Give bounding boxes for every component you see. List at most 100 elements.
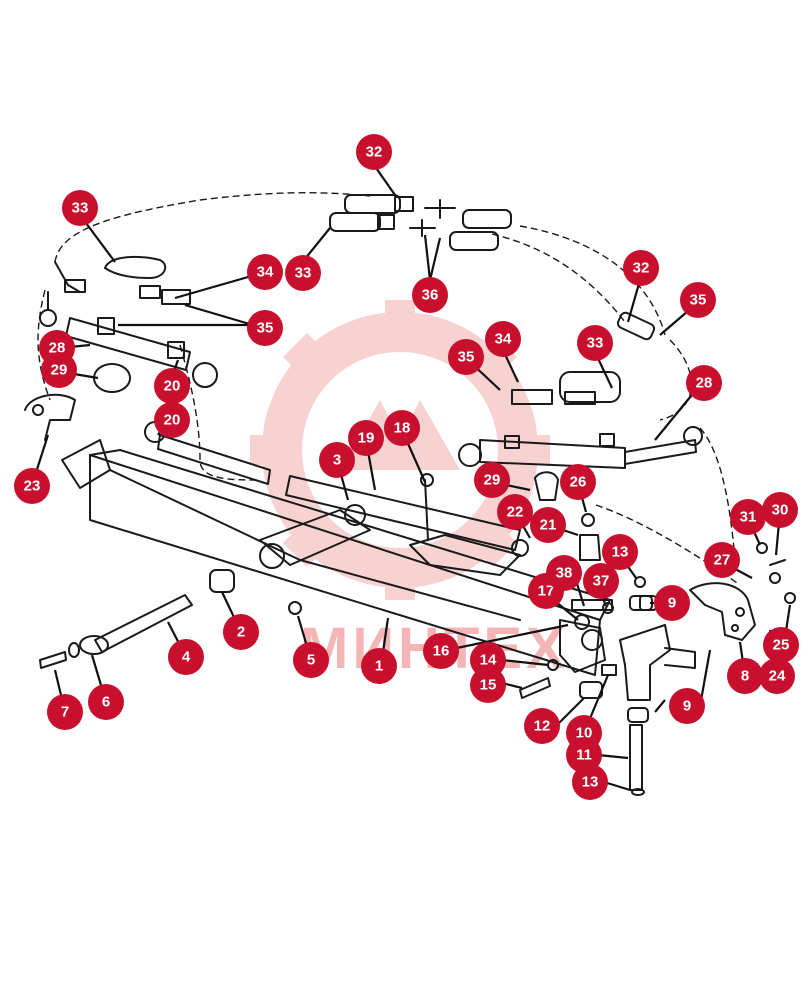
svg-text:34: 34 bbox=[257, 264, 274, 281]
svg-text:15: 15 bbox=[480, 677, 497, 694]
svg-text:33: 33 bbox=[72, 200, 89, 217]
bracket-plate bbox=[409, 534, 529, 576]
right-steering-cylinder bbox=[458, 426, 703, 469]
svg-text:35: 35 bbox=[458, 349, 475, 366]
svg-text:34: 34 bbox=[495, 331, 512, 348]
callout-34: 34 bbox=[485, 321, 521, 357]
callout-32: 32 bbox=[623, 250, 659, 286]
svg-text:32: 32 bbox=[366, 144, 383, 161]
callout-13: 13 bbox=[572, 764, 608, 800]
callout-24: 24 bbox=[759, 658, 795, 694]
svg-text:10: 10 bbox=[576, 725, 593, 742]
callout-29: 29 bbox=[41, 352, 77, 388]
callout-13: 13 bbox=[602, 534, 638, 570]
callout-2: 2 bbox=[223, 614, 259, 650]
svg-text:38: 38 bbox=[556, 565, 573, 582]
svg-text:29: 29 bbox=[484, 472, 501, 489]
svg-text:37: 37 bbox=[593, 573, 610, 590]
callout-20: 20 bbox=[154, 368, 190, 404]
hose-fittings bbox=[54, 194, 656, 405]
svg-text:24: 24 bbox=[769, 668, 786, 685]
callout-18: 18 bbox=[384, 410, 420, 446]
svg-text:11: 11 bbox=[576, 747, 592, 764]
svg-text:33: 33 bbox=[587, 335, 604, 352]
svg-text:35: 35 bbox=[257, 320, 274, 337]
callout-35: 35 bbox=[680, 282, 716, 318]
svg-text:7: 7 bbox=[61, 704, 69, 721]
svg-text:32: 32 bbox=[633, 260, 650, 277]
callout-33: 33 bbox=[577, 325, 613, 361]
callout-14: 14 bbox=[470, 642, 506, 678]
svg-text:19: 19 bbox=[358, 430, 375, 447]
callout-11: 11 bbox=[566, 737, 602, 773]
callout-20: 20 bbox=[154, 402, 190, 438]
svg-text:9: 9 bbox=[668, 595, 676, 612]
svg-text:21: 21 bbox=[540, 517, 557, 534]
svg-text:6: 6 bbox=[102, 694, 110, 711]
svg-text:28: 28 bbox=[696, 375, 713, 392]
callouts: 1 2 3 4 5 6 7 8 9 9 10 11 12 13 13 14 15… bbox=[14, 134, 799, 800]
callout-9: 9 bbox=[669, 688, 705, 724]
svg-text:33: 33 bbox=[295, 265, 312, 282]
callout-3: 3 bbox=[319, 442, 355, 478]
callout-19: 19 bbox=[348, 420, 384, 456]
svg-text:1: 1 bbox=[375, 658, 383, 675]
callout-38: 38 bbox=[546, 555, 582, 591]
svg-text:29: 29 bbox=[51, 362, 68, 379]
svg-text:17: 17 bbox=[538, 583, 555, 600]
svg-text:5: 5 bbox=[307, 652, 315, 669]
callout-29: 29 bbox=[474, 462, 510, 498]
callout-27: 27 bbox=[704, 542, 740, 578]
callout-33: 33 bbox=[285, 255, 321, 291]
callout-31: 31 bbox=[730, 499, 766, 535]
watermark-gear-icon bbox=[250, 300, 550, 600]
svg-text:26: 26 bbox=[570, 474, 587, 491]
callout-30: 30 bbox=[762, 492, 798, 528]
svg-text:27: 27 bbox=[714, 552, 731, 569]
svg-text:2: 2 bbox=[237, 624, 245, 641]
right-steering-arm bbox=[689, 542, 796, 641]
svg-text:22: 22 bbox=[507, 504, 524, 521]
svg-text:14: 14 bbox=[480, 652, 497, 669]
callout-22: 22 bbox=[497, 494, 533, 530]
svg-text:4: 4 bbox=[182, 649, 191, 666]
callout-36: 36 bbox=[412, 277, 448, 313]
callout-12: 12 bbox=[524, 708, 560, 744]
pivot-pin bbox=[39, 569, 302, 669]
callout-25: 25 bbox=[763, 627, 799, 663]
svg-text:20: 20 bbox=[164, 412, 181, 429]
callout-6: 6 bbox=[88, 684, 124, 720]
svg-text:23: 23 bbox=[24, 478, 41, 495]
ball-joints bbox=[420, 471, 657, 614]
callout-23: 23 bbox=[14, 468, 50, 504]
callout-15: 15 bbox=[470, 667, 506, 703]
svg-text:18: 18 bbox=[394, 420, 411, 437]
callout-4: 4 bbox=[168, 639, 204, 675]
callout-5: 5 bbox=[293, 642, 329, 678]
callout-9: 9 bbox=[654, 585, 690, 621]
svg-text:13: 13 bbox=[582, 774, 599, 791]
callout-21: 21 bbox=[530, 507, 566, 543]
svg-text:30: 30 bbox=[772, 502, 789, 519]
left-steering-arm bbox=[24, 393, 76, 441]
svg-text:8: 8 bbox=[741, 668, 749, 685]
svg-text:3: 3 bbox=[333, 452, 341, 469]
callout-7: 7 bbox=[47, 694, 83, 730]
callout-35: 35 bbox=[448, 339, 484, 375]
callout-28: 28 bbox=[686, 365, 722, 401]
callout-1: 1 bbox=[361, 648, 397, 684]
svg-text:13: 13 bbox=[612, 544, 629, 561]
callout-33: 33 bbox=[62, 190, 98, 226]
svg-text:36: 36 bbox=[422, 287, 439, 304]
svg-text:25: 25 bbox=[773, 637, 790, 654]
callout-34: 34 bbox=[247, 254, 283, 290]
svg-text:12: 12 bbox=[534, 718, 551, 735]
callout-37: 37 bbox=[583, 563, 619, 599]
callout-26: 26 bbox=[560, 464, 596, 500]
callout-35: 35 bbox=[247, 310, 283, 346]
callout-8: 8 bbox=[727, 658, 763, 694]
svg-text:16: 16 bbox=[433, 643, 450, 660]
svg-text:31: 31 bbox=[740, 509, 757, 526]
